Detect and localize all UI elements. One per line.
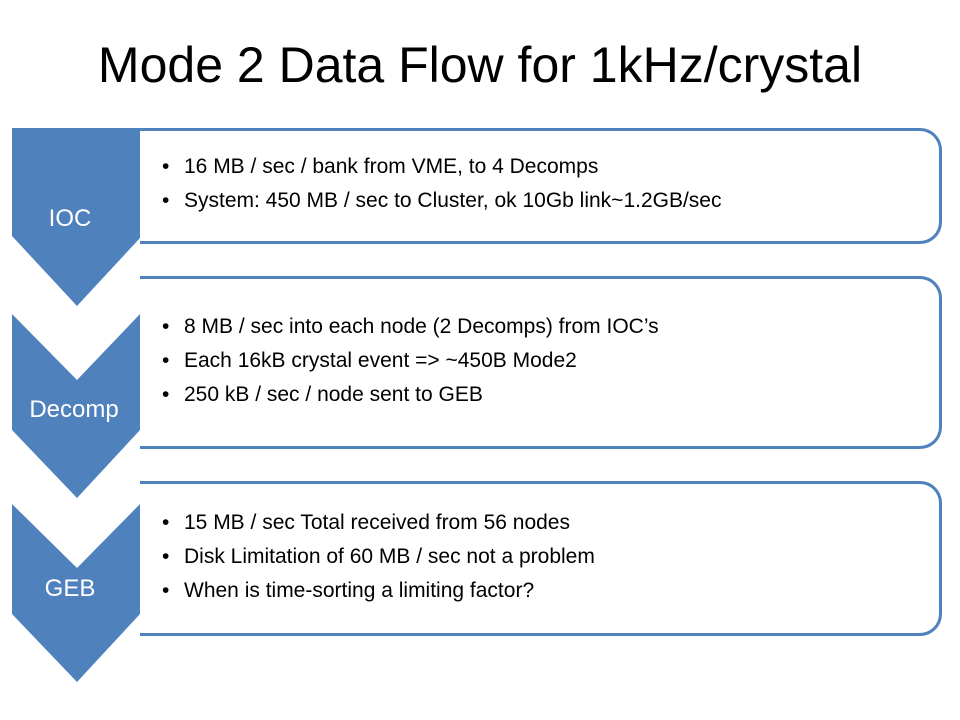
bullet-item: When is time-sorting a limiting factor?	[140, 574, 939, 608]
bullet-item: System: 450 MB / sec to Cluster, ok 10Gb…	[140, 184, 939, 218]
bullet-item: Each 16kB crystal event => ~450B Mode2	[140, 344, 939, 378]
bullet-item: 8 MB / sec into each node (2 Decomps) fr…	[140, 310, 939, 344]
bullet-list-geb: 15 MB / sec Total received from 56 nodes…	[140, 506, 939, 608]
bullet-list-decomp: 8 MB / sec into each node (2 Decomps) fr…	[140, 310, 939, 412]
stage-label-geb: GEB	[44, 575, 96, 602]
chevron-decomp	[12, 314, 140, 498]
bullet-item: 16 MB / sec / bank from VME, to 4 Decomp…	[140, 150, 939, 184]
stage-box-geb: 15 MB / sec Total received from 56 nodes…	[140, 481, 942, 636]
slide-title: Mode 2 Data Flow for 1kHz/crystal	[97, 37, 863, 93]
chevron-geb	[12, 504, 140, 682]
stage-label-ioc: IOC	[48, 205, 92, 232]
stage-box-ioc: 16 MB / sec / bank from VME, to 4 Decomp…	[140, 128, 942, 244]
bullet-item: 15 MB / sec Total received from 56 nodes	[140, 506, 939, 540]
bullet-list-ioc: 16 MB / sec / bank from VME, to 4 Decomp…	[140, 150, 939, 218]
bullet-item: 250 kB / sec / node sent to GEB	[140, 378, 939, 412]
stage-label-decomp: Decomp	[29, 396, 119, 423]
bullet-item: Disk Limitation of 60 MB / sec not a pro…	[140, 540, 939, 574]
chevron-ioc	[12, 128, 140, 306]
stage-box-decomp: 8 MB / sec into each node (2 Decomps) fr…	[140, 276, 942, 449]
